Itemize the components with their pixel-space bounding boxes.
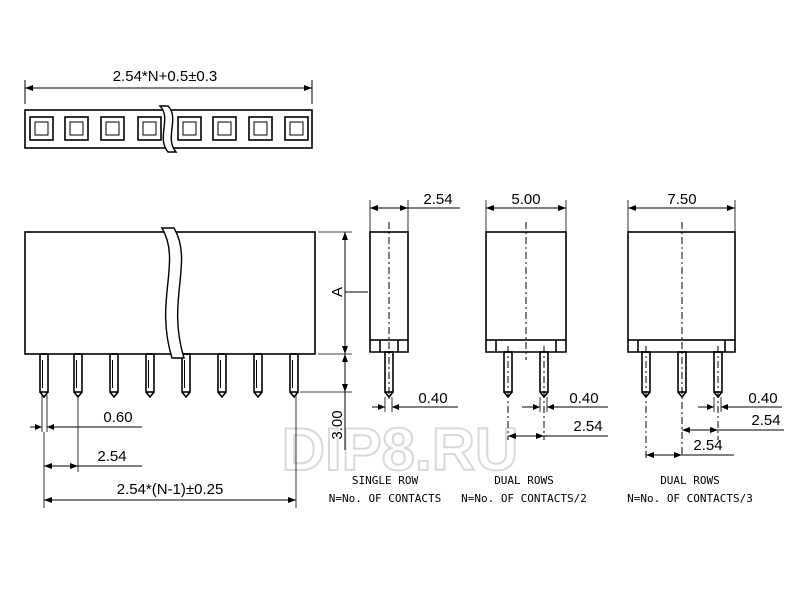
top-contact-hole [253,121,268,136]
span-dimension: 2.54*(N-1)±0.25 [117,481,224,498]
front-pin [109,353,119,399]
dual2-pin-dimension: 0.40 [569,390,598,407]
top-housing-right [169,109,313,149]
dual2-note: N=No. OF CONTACTS/2 [461,492,587,505]
front-pin [217,353,227,399]
pin-width-dimension: 0.60 [103,409,132,426]
dual3-pin-left [641,351,651,393]
front-pin [289,353,299,399]
dual2-pin-right [539,351,549,393]
side-view-dual-rows-3: 7.50 0.40 2.54 2.54 DUAL ROWS N=No. [627,191,784,505]
front-pin [39,353,49,399]
front-pin [253,353,263,399]
top-contact-hole [34,121,49,136]
side-view-dual-rows-2: 5.00 0.40 2.54 DUAL ROWS N=No. OF CONTAC… [461,191,608,505]
watermark: DIP8.RU [282,416,519,483]
top-contact-cell [212,116,237,141]
dual3-pin-right [713,351,723,393]
top-view: 2.54*N+0.5±0.3 [24,68,313,153]
dual2-pin-left [503,351,513,393]
front-break-mark [160,227,185,359]
top-length-dimension: 2.54*N+0.5±0.3 [113,68,218,85]
dual3-pin-dimension: 0.40 [748,390,777,407]
top-contact-hole [217,121,232,136]
dual3-pitch-dimension-a: 2.54 [751,412,780,429]
top-contact-hole [182,121,197,136]
dual3-title: DUAL ROWS [660,474,720,487]
dual2-width-dimension: 5.00 [511,191,540,208]
top-contact-hole [105,121,120,136]
top-contact-hole [289,121,304,136]
dual3-note: N=No. OF CONTACTS/3 [627,492,753,505]
side-view-single-row: 2.54 0.40 SINGLE ROW N=No. OF CONTACTS [329,191,460,505]
single-width-dimension: 2.54 [423,191,452,208]
top-contact-hole [142,121,157,136]
top-contact-cell [137,116,162,141]
front-view: A 3.00 0.60 2.54 2.54*(N-1)±0.25 [24,227,368,508]
pitch-dimension: 2.54 [97,448,126,465]
top-contact-cell [177,116,202,141]
top-contact-cell [284,116,309,141]
front-pin [73,353,83,399]
front-pin [181,353,191,399]
height-label-a: A [329,287,346,297]
dual2-title: DUAL ROWS [494,474,554,487]
top-contact-cell [64,116,89,141]
top-contact-cell [248,116,273,141]
top-housing-left [24,109,168,149]
single-pin-dimension: 0.40 [418,390,447,407]
pin-length-dimension: 3.00 [329,410,346,439]
single-pin [384,351,394,393]
top-break-mark [158,105,178,153]
dual2-pitch-dimension: 2.54 [573,418,602,435]
top-contact-hole [69,121,84,136]
top-contact-cell [100,116,125,141]
single-row-title: SINGLE ROW [352,474,419,487]
dual3-pin-center [677,351,687,393]
dual3-pitch-dimension-b: 2.54 [693,437,722,454]
top-contact-cell [29,116,54,141]
single-row-note: N=No. OF CONTACTS [329,492,442,505]
dual3-width-dimension: 7.50 [667,191,696,208]
front-pin [145,353,155,399]
